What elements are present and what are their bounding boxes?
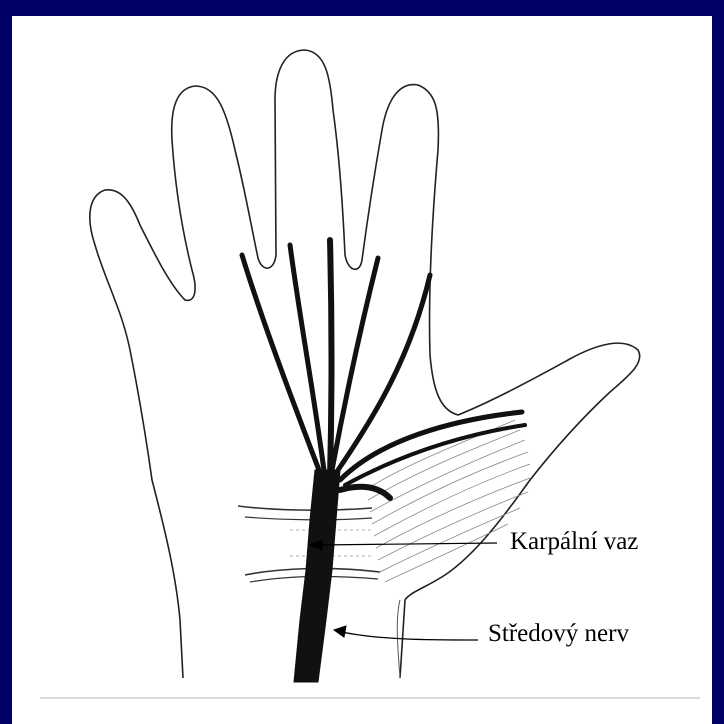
hand-outline xyxy=(90,50,640,678)
nerve-branch-recurrent xyxy=(340,487,390,498)
nerve-branch-middle-b xyxy=(330,240,332,478)
carpal-ligament-label: Karpální vaz xyxy=(510,528,638,556)
nerve-arrow-head xyxy=(334,626,346,637)
nerve-trunk xyxy=(294,470,340,682)
nerve-arrow-line xyxy=(342,632,478,640)
median-nerve xyxy=(242,240,525,682)
nerve-branch-ring-a xyxy=(332,258,378,470)
median-nerve-label: Středový nerv xyxy=(488,620,629,648)
